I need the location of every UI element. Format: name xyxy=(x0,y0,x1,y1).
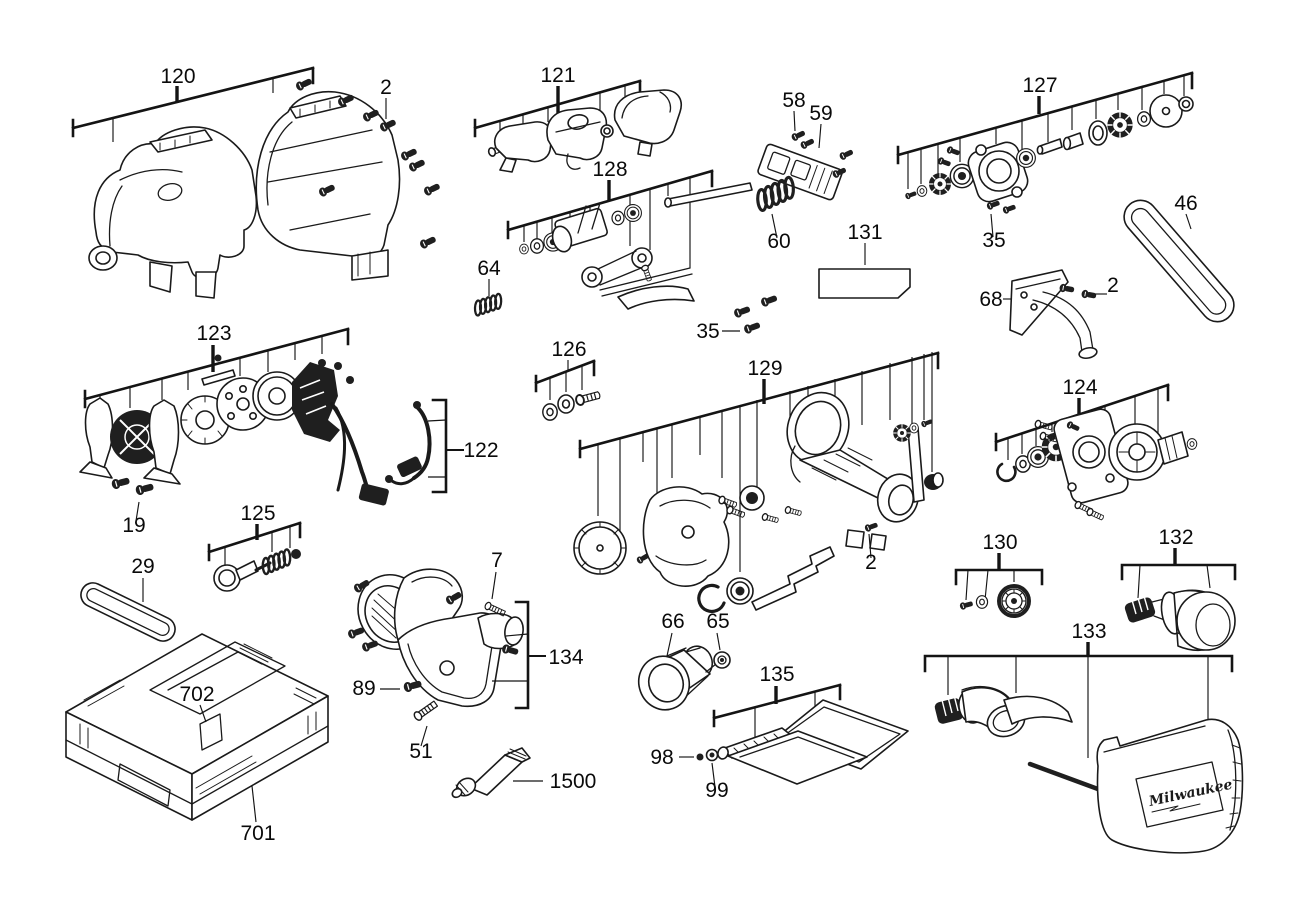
part-label-7[interactable]: 7 xyxy=(491,549,503,572)
part-label-122[interactable]: 122 xyxy=(463,439,498,462)
part-label-66[interactable]: 66 xyxy=(661,610,684,633)
group-130-tracking-gear: 130 xyxy=(954,531,1044,618)
bearing-plate xyxy=(936,141,1029,215)
group-123-field-assembly: 123 xyxy=(79,322,389,506)
part-label-2-bracket[interactable]: 2 xyxy=(1107,274,1119,297)
part-label-134[interactable]: 134 xyxy=(548,646,583,669)
part-label-98[interactable]: 98 xyxy=(650,746,673,769)
part-label-126[interactable]: 126 xyxy=(551,338,586,361)
group-1500-grease-tube: 1500 xyxy=(451,747,597,799)
part-label-130[interactable]: 130 xyxy=(982,531,1017,554)
part-label-132[interactable]: 132 xyxy=(1158,526,1193,549)
group-128-roller-bracket: 128 xyxy=(506,158,753,310)
part-label-123[interactable]: 123 xyxy=(196,322,231,345)
part-label-120[interactable]: 120 xyxy=(160,65,195,88)
part-label-124[interactable]: 124 xyxy=(1062,376,1097,399)
group-124-spindle-pulley: 124 xyxy=(994,376,1198,523)
group-129-gearcase-assembly: 129 2 xyxy=(573,351,944,614)
part-label-131[interactable]: 131 xyxy=(847,221,882,244)
part-label-29[interactable]: 29 xyxy=(131,555,154,578)
group-46-belt: 46 xyxy=(1123,192,1235,323)
gearcase-frame xyxy=(786,391,925,551)
group-126-washer-screw: 126 xyxy=(534,338,602,421)
group-133-dust-kit: 133 Milwaukee xyxy=(923,620,1244,854)
bearing-retainer-plate xyxy=(1053,408,1129,523)
part-label-128[interactable]: 128 xyxy=(592,158,627,181)
group-29-belt: 29 xyxy=(80,555,176,642)
part-label-68[interactable]: 68 xyxy=(979,288,1002,311)
group-66-roller: 66 65 xyxy=(637,610,731,711)
group-68-guard-bracket: 68 2 xyxy=(979,269,1119,360)
part-label-64[interactable]: 64 xyxy=(477,257,501,280)
part-label-35-screws[interactable]: 35 xyxy=(696,320,719,343)
group-58-59-60-brush-holder: 58 59 60 xyxy=(750,89,855,253)
group-121-switch-parts: 121 xyxy=(473,64,682,173)
part-label-65[interactable]: 65 xyxy=(706,610,729,633)
part-label-701[interactable]: 701 xyxy=(240,822,275,845)
part-label-2-gearcase[interactable]: 2 xyxy=(865,551,877,574)
part-label-127[interactable]: 127 xyxy=(1022,74,1057,97)
part-label-121[interactable]: 121 xyxy=(540,64,575,87)
group-51-screw: 51 xyxy=(409,699,439,763)
part-label-125[interactable]: 125 xyxy=(240,502,275,525)
group-2-housing-screws: 2 xyxy=(294,75,442,251)
group-135-platen-set: 135 xyxy=(712,663,909,785)
group-122-leadwire: 122 xyxy=(385,398,499,494)
part-label-99[interactable]: 99 xyxy=(705,779,728,802)
group-120-housing-set: 120 xyxy=(71,65,401,299)
part-label-702[interactable]: 702 xyxy=(179,683,214,706)
part-label-59[interactable]: 59 xyxy=(809,102,832,125)
group-125-plunger: 125 xyxy=(207,502,302,592)
part-label-58[interactable]: 58 xyxy=(782,89,805,112)
group-701-carrying-case: 702 701 xyxy=(65,633,329,845)
part-label-19[interactable]: 19 xyxy=(122,514,145,537)
group-64-spring: 64 xyxy=(470,257,506,318)
part-label-133[interactable]: 133 xyxy=(1071,620,1106,643)
part-label-60[interactable]: 60 xyxy=(767,230,790,253)
part-label-51[interactable]: 51 xyxy=(409,740,432,763)
part-label-135[interactable]: 135 xyxy=(759,663,794,686)
part-label-89[interactable]: 89 xyxy=(352,677,375,700)
group-131-nameplate: 131 xyxy=(818,221,911,299)
group-127-armature-set: 127 xyxy=(896,71,1194,215)
part-label-129[interactable]: 129 xyxy=(747,357,782,380)
group-132-knob: 132 xyxy=(1120,526,1237,652)
part-label-2[interactable]: 2 xyxy=(380,76,392,99)
group-134-roller-arm: 7 134 xyxy=(346,549,584,710)
part-label-46[interactable]: 46 xyxy=(1174,192,1197,215)
group-19-screws: 19 xyxy=(110,474,156,537)
part-label-1500[interactable]: 1500 xyxy=(550,770,597,793)
group-35-armature-screw: 35 xyxy=(982,213,1006,252)
group-98-99-hardware: 98 99 xyxy=(650,746,728,802)
group-89-screw: 89 xyxy=(352,677,424,700)
group-35-screws-center: 35 xyxy=(696,292,779,343)
part-label-35-armature[interactable]: 35 xyxy=(982,229,1005,252)
